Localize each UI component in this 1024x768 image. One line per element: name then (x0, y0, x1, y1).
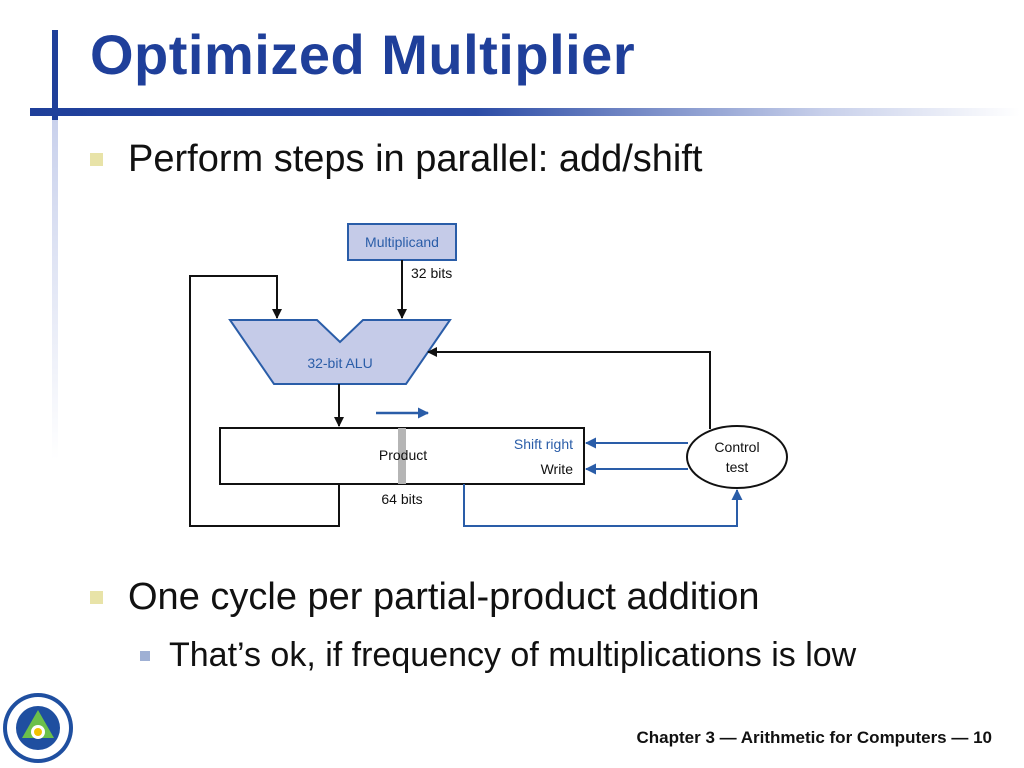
product-label: Product (379, 447, 427, 463)
product-to-control-arrow (463, 484, 743, 527)
sub-bullet-1-text: That’s ok, if frequency of multiplicatio… (169, 636, 857, 674)
bullet-2: One cycle per partial-product addition (90, 576, 760, 619)
bullet-1-text: Perform steps in parallel: add/shift (128, 138, 703, 180)
product-feedback-path (189, 275, 340, 527)
control-label-line1: Control (714, 439, 759, 455)
multiplicand-width-label: 32 bits (411, 265, 452, 281)
product-register-divider (398, 428, 406, 484)
control-to-alu-arrow (427, 347, 711, 429)
multiplicand-label: Multiplicand (365, 234, 439, 250)
control-label-line2: test (726, 459, 749, 475)
bullet-1: Perform steps in parallel: add/shift (90, 138, 703, 181)
shift-right-label: Shift right (514, 436, 573, 452)
write-label: Write (541, 461, 574, 477)
product-width-label: 64 bits (381, 491, 422, 507)
left-accent-fade (52, 120, 58, 460)
alu-shape (228, 319, 452, 385)
bullet-2-text: One cycle per partial-product addition (128, 576, 760, 618)
sub-bullet-1: That’s ok, if frequency of multiplicatio… (140, 636, 856, 675)
slide-footer: Chapter 3 — Arithmetic for Computers — 1… (636, 728, 993, 747)
title-underline-bar (30, 108, 1020, 116)
left-accent-bar (52, 30, 58, 120)
slide-title: Optimized Multiplier (90, 23, 636, 86)
alu-label: 32-bit ALU (307, 355, 372, 371)
university-logo (3, 693, 73, 763)
sub-bullet-square-icon (140, 650, 150, 661)
bullet-square-icon (90, 591, 103, 604)
control-test-node (686, 425, 788, 489)
bullet-square-icon (90, 153, 103, 166)
